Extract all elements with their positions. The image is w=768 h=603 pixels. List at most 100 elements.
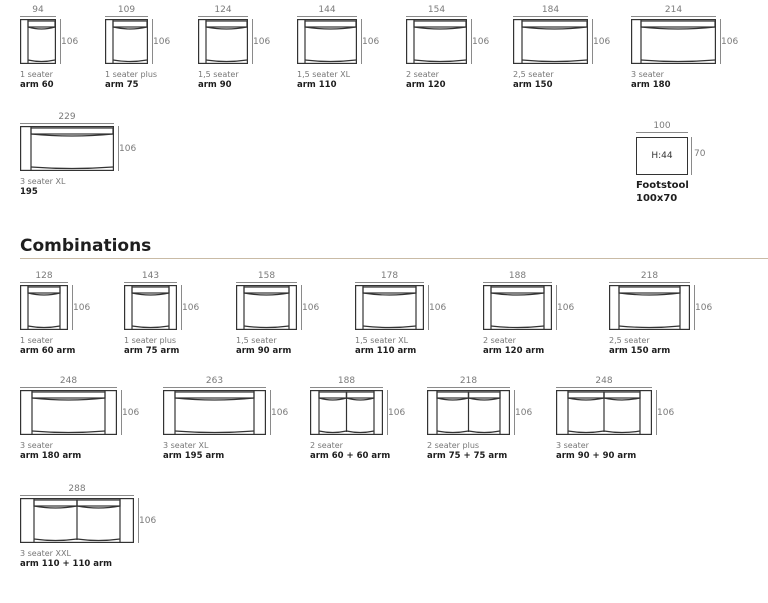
height-line [270, 390, 271, 435]
module-name: 2 seater [483, 336, 516, 345]
height-label: 106 [271, 408, 289, 418]
drawing [310, 390, 384, 439]
height-line [301, 285, 302, 330]
height-line [72, 285, 73, 330]
drawing [297, 19, 357, 68]
module-name: 2 seater [310, 441, 343, 450]
module-arm: arm 90 [198, 80, 232, 90]
module-name: 1,5 seater [198, 70, 239, 79]
module-arm: 195 [20, 187, 38, 197]
height-line [387, 390, 388, 435]
footstool-depth-line [691, 137, 692, 175]
height-line [121, 390, 122, 435]
module-name: 2,5 seater [513, 70, 554, 79]
section-divider [20, 258, 768, 259]
width-line [406, 16, 467, 17]
width-label: 124 [214, 5, 232, 15]
module-arm: arm 110 + 110 arm [20, 559, 113, 569]
height-line [60, 19, 61, 64]
height-line [471, 19, 472, 64]
width-label: 288 [68, 484, 86, 494]
width-label: 248 [595, 376, 613, 386]
drawing [236, 285, 297, 334]
width-label: 248 [59, 376, 78, 386]
height-label: 106 [695, 303, 713, 313]
width-line [105, 16, 148, 17]
module-arm: arm 60 arm [20, 346, 76, 356]
width-line [609, 282, 690, 283]
width-line [310, 387, 383, 388]
sofa-drawing [20, 126, 115, 171]
width-line [198, 16, 248, 17]
drawing [631, 19, 717, 68]
module-name: 3 seater [556, 441, 589, 450]
sofa-drawing [556, 390, 653, 435]
height-line [556, 285, 557, 330]
height-label: 106 [557, 303, 575, 313]
sofa-drawing [427, 390, 511, 435]
width-label: 214 [664, 5, 683, 15]
width-line [513, 16, 588, 17]
drawing [198, 19, 248, 68]
drawing [20, 390, 118, 439]
sofa-drawing [355, 285, 425, 330]
drawing [105, 19, 148, 68]
module-name: 3 seater XL [20, 177, 66, 186]
sofa-drawing [513, 19, 589, 64]
height-label: 106 [302, 303, 320, 313]
footstool-size: 100x70 [636, 193, 678, 204]
width-line [427, 387, 510, 388]
sofa-drawing [310, 390, 384, 435]
height-label: 106 [472, 37, 490, 47]
height-label: 106 [182, 303, 200, 313]
width-label: 184 [541, 5, 560, 15]
width-label: 188 [337, 376, 356, 386]
sofa-drawing [124, 285, 177, 330]
width-label: 178 [380, 271, 399, 281]
sofa-drawing [163, 390, 267, 435]
width-line [236, 282, 297, 283]
module-arm: arm 110 arm [355, 346, 417, 356]
height-line [252, 19, 253, 64]
sofa-drawing [20, 498, 135, 543]
module-name: 1,5 seater XL [297, 70, 351, 79]
footstool-width-label: 100 [653, 121, 671, 131]
width-line [124, 282, 177, 283]
drawing [483, 285, 553, 334]
width-line [20, 387, 117, 388]
width-line [556, 387, 652, 388]
width-label: 188 [508, 271, 527, 281]
width-label: 94 [32, 5, 44, 15]
module-arm: arm 120 [406, 80, 446, 90]
drawing [20, 498, 135, 547]
sofa-drawing [406, 19, 467, 64]
width-label: 229 [58, 112, 76, 122]
sofa-drawing [631, 19, 717, 64]
height-label: 106 [153, 37, 171, 47]
height-label: 106 [362, 37, 380, 47]
module-name: 3 seater XL [163, 441, 209, 450]
height-line [428, 285, 429, 330]
height-label: 106 [139, 516, 157, 526]
height-label: 106 [721, 37, 739, 47]
height-label: 106 [515, 408, 533, 418]
width-label: 128 [35, 271, 53, 281]
sofa-drawing [236, 285, 297, 330]
height-label: 106 [61, 37, 79, 47]
module-name: 1 seater [20, 70, 53, 79]
footstool: 100 H:44 70 Footstool 100x70 [636, 121, 716, 211]
module-name: 1 seater plus [105, 70, 158, 79]
module-arm: arm 150 [513, 80, 553, 90]
sofa-drawing [483, 285, 553, 330]
height-line [361, 19, 362, 64]
module-arm: arm 90 + 90 arm [556, 451, 637, 461]
module-arm: arm 150 arm [609, 346, 671, 356]
footstool-name: Footstool [636, 180, 689, 191]
drawing [427, 390, 511, 439]
width-line [20, 282, 68, 283]
module-name: 1 seater [20, 336, 53, 345]
width-line [483, 282, 552, 283]
module-arm: arm 60 + 60 arm [310, 451, 391, 461]
sofa-drawing [297, 19, 357, 64]
drawing [556, 390, 653, 439]
